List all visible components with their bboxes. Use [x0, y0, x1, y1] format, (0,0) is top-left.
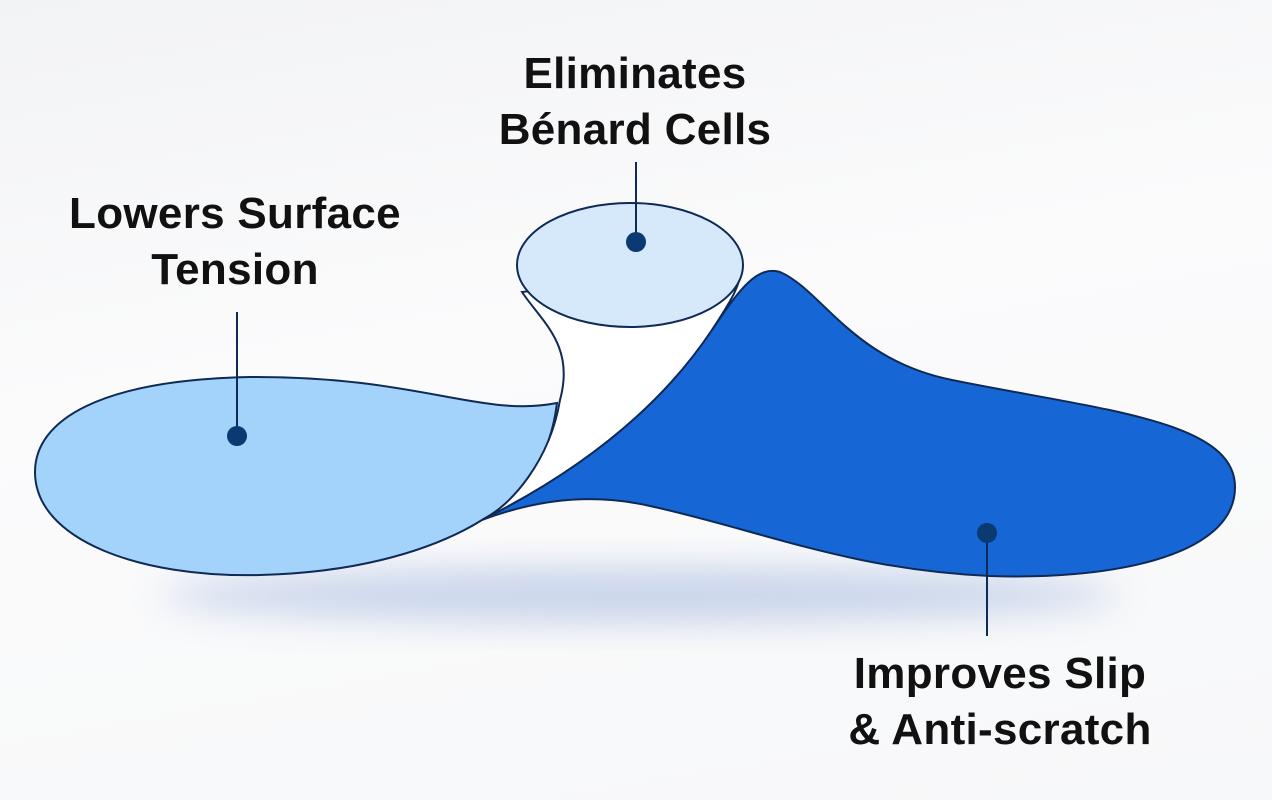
label-slip: Improves Slip & Anti-scratch	[810, 646, 1190, 758]
label-line: & Anti-scratch	[848, 705, 1152, 754]
marker-slip	[977, 523, 997, 543]
light-blue-lobe	[33, 375, 559, 577]
label-benard-cells: Eliminates Bénard Cells	[470, 46, 800, 158]
label-line: Bénard Cells	[498, 105, 772, 154]
top-cell-ellipse	[516, 202, 744, 328]
label-line: Improves Slip	[853, 649, 1147, 698]
label-line: Lowers Surface	[69, 189, 401, 238]
label-line: Eliminates	[523, 49, 747, 98]
dark-blue-lobe	[481, 269, 1237, 578]
shadow	[160, 567, 1120, 623]
marker-surface	[227, 426, 247, 446]
label-surface-tension: Lowers Surface Tension	[40, 186, 430, 298]
marker-benard	[626, 232, 646, 252]
label-line: Tension	[151, 245, 319, 294]
